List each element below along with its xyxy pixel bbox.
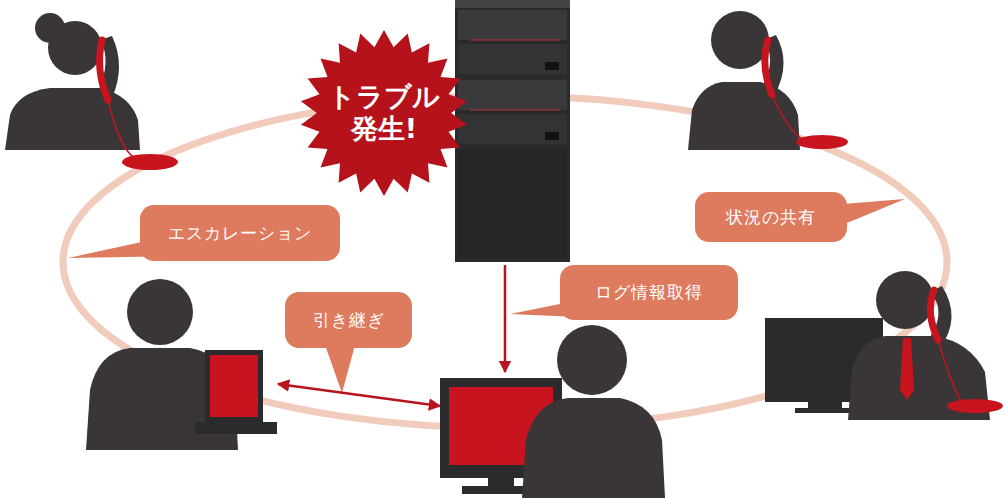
handover-arrow — [278, 384, 440, 406]
bubble-text: 引き継ぎ — [313, 309, 385, 332]
bubble-text: ログ情報取得 — [595, 281, 703, 304]
person-man — [688, 11, 800, 150]
speech-bubble: ログ情報取得 — [560, 265, 738, 320]
alert-text: トラブル 発生! — [323, 81, 445, 145]
tie — [900, 338, 914, 400]
speech-bubble: エスカレーション — [140, 205, 340, 261]
person-center — [522, 325, 665, 498]
bubble-text: エスカレーション — [168, 222, 312, 245]
server-rack — [455, 0, 570, 262]
trouble-starburst: トラブル 発生! — [300, 30, 468, 196]
phone — [122, 154, 178, 170]
phone — [796, 135, 848, 149]
speech-bubble: 状況の共有 — [695, 192, 847, 242]
phone — [947, 399, 1003, 413]
starburst-outline — [301, 30, 467, 196]
person-man-tie — [848, 271, 990, 420]
laptop — [205, 350, 263, 422]
speech-bubble: 引き継ぎ — [285, 292, 412, 348]
person-woman — [5, 13, 140, 150]
bubble-text: 状況の共有 — [726, 206, 816, 229]
bubble-tail — [325, 345, 355, 393]
flow-arrow — [504, 265, 507, 372]
